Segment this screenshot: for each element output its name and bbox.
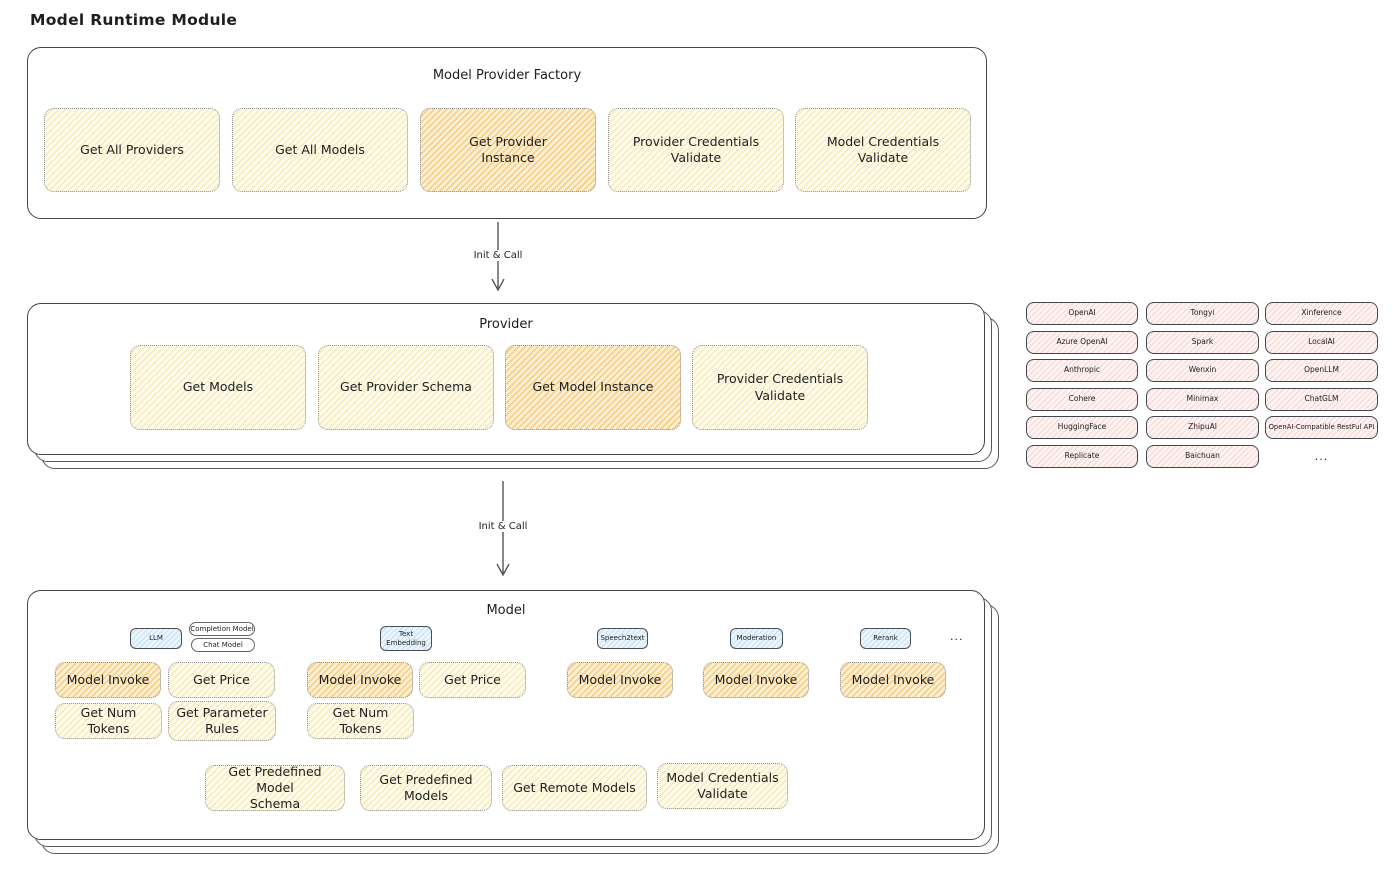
provider-item-localai: LocalAI — [1265, 331, 1378, 354]
box-model-invoke-rerank: Model Invoke — [840, 662, 946, 698]
provider-item-chatglm: ChatGLM — [1265, 388, 1378, 411]
init-call-label-2: Init & Call — [471, 521, 535, 532]
box-get-provider-instance: Get Provider Instance — [420, 108, 596, 192]
box-get-models: Get Models — [130, 345, 306, 430]
providers-more-ellipsis: ... — [1314, 450, 1329, 463]
tag-llm: LLM — [130, 628, 182, 649]
box-get-predefined-model-schema: Get Predefined Model Schema — [205, 764, 345, 811]
box-model-credentials-validate-2: Model Credentials Validate — [657, 763, 788, 809]
box-model-credentials-validate: Model Credentials Validate — [795, 108, 971, 192]
box-model-invoke-speech2text: Model Invoke — [567, 662, 673, 698]
box-provider-credentials-validate-2: Provider Credentials Validate — [692, 345, 868, 430]
provider-title: Provider — [479, 317, 533, 332]
provider-item-cohere: Cohere — [1026, 388, 1138, 411]
tag-text-embedding: Text Embedding — [380, 626, 432, 651]
provider-item-zhipuai: ZhipuAI — [1146, 416, 1259, 439]
provider-item-xinference: Xinference — [1265, 302, 1378, 325]
provider-item-openllm: OpenLLM — [1265, 359, 1378, 382]
box-get-num-tokens-embedding: Get Num Tokens — [307, 703, 414, 739]
box-get-predefined-models: Get Predefined Models — [360, 765, 492, 811]
box-get-remote-models: Get Remote Models — [502, 765, 647, 811]
box-get-price-embedding: Get Price — [419, 662, 526, 698]
box-get-num-tokens-llm: Get Num Tokens — [55, 703, 162, 739]
tag-moderation: Moderation — [730, 628, 783, 649]
provider-item-spark: Spark — [1146, 331, 1259, 354]
provider-item-replicate: Replicate — [1026, 445, 1138, 468]
box-model-invoke-moderation: Model Invoke — [703, 662, 809, 698]
provider-item-huggingface: HuggingFace — [1026, 416, 1138, 439]
tag-completion-model: Completion Model — [189, 622, 255, 636]
box-get-all-providers: Get All Providers — [44, 108, 220, 192]
box-get-all-models: Get All Models — [232, 108, 408, 192]
factory-title: Model Provider Factory — [432, 68, 582, 83]
provider-item-openai: OpenAI — [1026, 302, 1138, 325]
model-tags-more-ellipsis: ... — [950, 630, 964, 643]
tag-chat-model: Chat Model — [191, 638, 255, 652]
model-title: Model — [486, 603, 526, 618]
provider-item-azure-openai: Azure OpenAI — [1026, 331, 1138, 354]
tag-rerank: Rerank — [860, 628, 911, 649]
box-model-invoke-embedding: Model Invoke — [307, 662, 413, 698]
box-provider-credentials-validate: Provider Credentials Validate — [608, 108, 784, 192]
provider-item-openai-compatible: OpenAI-Compatible RestFul API — [1265, 416, 1378, 439]
tag-speech2text: Speech2text — [597, 628, 648, 649]
provider-item-wenxin: Wenxin — [1146, 359, 1259, 382]
provider-item-tongyi: Tongyi — [1146, 302, 1259, 325]
provider-item-anthropic: Anthropic — [1026, 359, 1138, 382]
box-model-invoke-llm: Model Invoke — [55, 662, 161, 698]
box-get-price-llm: Get Price — [168, 662, 275, 698]
provider-item-baichuan: Baichuan — [1146, 445, 1259, 468]
provider-item-minimax: Minimax — [1146, 388, 1259, 411]
box-get-parameter-rules: Get Parameter Rules — [168, 701, 276, 741]
box-get-provider-schema: Get Provider Schema — [318, 345, 494, 430]
page-title: Model Runtime Module — [30, 11, 238, 29]
init-call-label-1: Init & Call — [466, 250, 530, 261]
box-get-model-instance: Get Model Instance — [505, 345, 681, 430]
